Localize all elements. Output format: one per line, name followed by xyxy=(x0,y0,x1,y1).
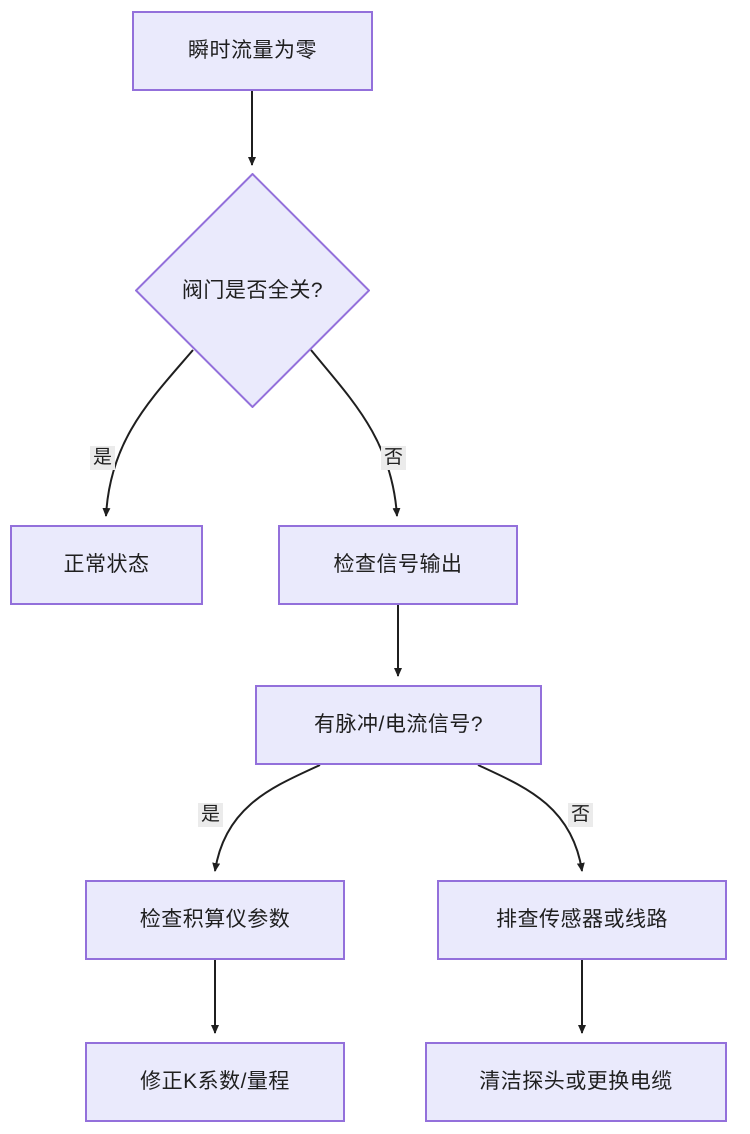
node-pulse-current-signal-decision[interactable]: 有脉冲/电流信号? xyxy=(255,685,542,765)
node-label: 修正K系数/量程 xyxy=(140,1070,290,1094)
edge-label-n2-n4-no: 否 xyxy=(381,446,407,470)
node-troubleshoot-sensor-or-wiring[interactable]: 排查传感器或线路 xyxy=(437,880,727,960)
node-label: 正常状态 xyxy=(63,553,150,577)
node-instant-flow-zero[interactable]: 瞬时流量为零 xyxy=(132,11,373,91)
node-clean-probe-or-replace-cable[interactable]: 清洁探头或更换电缆 xyxy=(425,1042,727,1122)
edge-label-text: 是 xyxy=(93,447,113,468)
node-label: 排查传感器或线路 xyxy=(496,908,668,932)
edge-n5-n6 xyxy=(212,764,321,872)
edge-label-text: 否 xyxy=(571,804,591,825)
node-normal-status[interactable]: 正常状态 xyxy=(10,525,203,605)
node-label: 检查积算仪参数 xyxy=(139,908,291,932)
node-check-signal-output[interactable]: 检查信号输出 xyxy=(278,525,518,605)
node-label: 有脉冲/电流信号? xyxy=(313,713,483,737)
node-label: 阀门是否全关? xyxy=(181,278,324,302)
node-correct-k-factor-range[interactable]: 修正K系数/量程 xyxy=(85,1042,345,1122)
edge-label-text: 是 xyxy=(201,804,221,825)
node-check-totalizer-parameters[interactable]: 检查积算仪参数 xyxy=(85,880,345,960)
edge-label-n5-n6-yes: 是 xyxy=(198,803,224,827)
node-label: 检查信号输出 xyxy=(333,553,463,577)
edge-label-n5-n7-no: 否 xyxy=(568,803,594,827)
edge-label-text: 否 xyxy=(384,447,404,468)
diamond-shape-icon xyxy=(135,173,370,408)
node-label: 瞬时流量为零 xyxy=(188,39,317,63)
node-label: 清洁探头或更换电缆 xyxy=(479,1070,673,1094)
edge-label-n2-n3-yes: 是 xyxy=(90,446,116,470)
edge-n5-n7 xyxy=(477,764,585,872)
node-valve-fully-closed-decision[interactable]: 阀门是否全关? xyxy=(135,173,370,408)
